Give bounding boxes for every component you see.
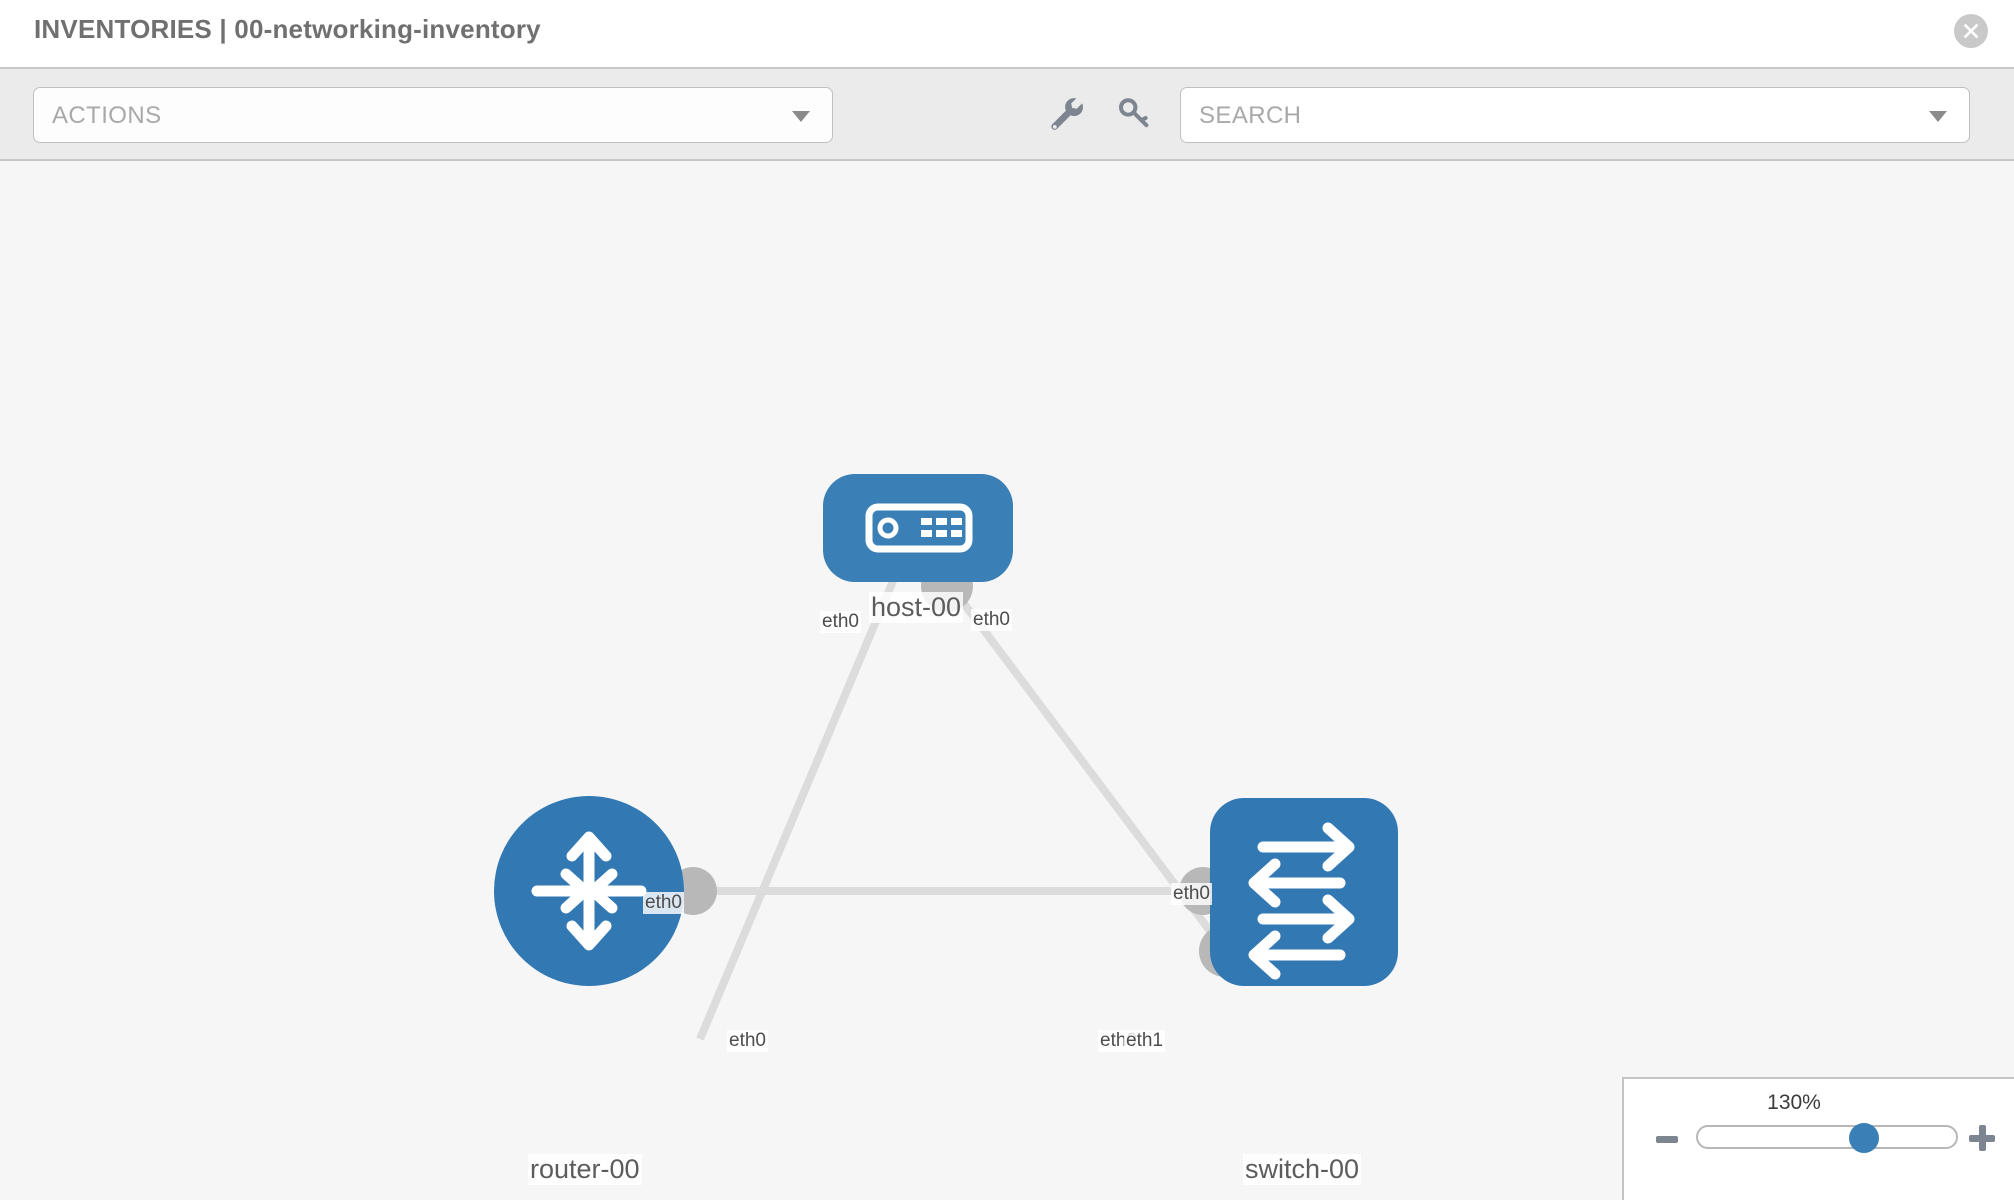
node-switch-00 (1210, 798, 1398, 986)
chevron-down-icon (792, 111, 810, 122)
search-input[interactable]: SEARCH (1180, 87, 1970, 143)
node-label-switch-00: switch-00 (1243, 1154, 1362, 1185)
router-arrows-icon (531, 831, 647, 951)
iface-label: eth0 (643, 892, 684, 914)
server-icon (865, 503, 973, 553)
page-title: INVENTORIES | 00-networking-inventory (34, 14, 541, 44)
node-router-00 (494, 796, 684, 986)
chevron-down-icon[interactable] (1929, 111, 1947, 122)
search-placeholder: SEARCH (1199, 102, 1302, 129)
node-label-router-00: router-00 (528, 1154, 642, 1185)
zoom-in-button[interactable] (1969, 1125, 1995, 1151)
zoom-out-button[interactable] (1656, 1136, 1678, 1143)
iface-label: eth0 (727, 1030, 768, 1052)
zoom-slider-handle[interactable] (1849, 1123, 1879, 1153)
close-icon[interactable] (1954, 14, 1988, 48)
actions-dropdown-label: ACTIONS (52, 102, 162, 129)
iface-label: eth0 (971, 609, 1012, 631)
switch-arrows-icon (1248, 822, 1355, 980)
wrench-icon[interactable] (1043, 91, 1089, 137)
zoom-slider-track[interactable] (1696, 1125, 1958, 1149)
node-label-host-00: host-00 (869, 592, 964, 623)
actions-dropdown[interactable]: ACTIONS (33, 87, 833, 143)
toolbar: ACTIONS SEARCH (0, 67, 2014, 161)
topology-graph (494, 474, 1398, 1041)
node-host-00 (823, 474, 1013, 582)
topology-canvas[interactable]: eth0 eth0 eth0 eth0 eth0 eth0 eth1 host-… (0, 161, 2014, 1200)
iface-label: eth0 (1171, 883, 1212, 905)
zoom-control-panel: 130% (1622, 1077, 2014, 1200)
edge-host-router (696, 579, 897, 1041)
page-header: INVENTORIES | 00-networking-inventory (0, 0, 2014, 67)
iface-label: eth1 (1124, 1030, 1165, 1052)
iface-label: eth0 (820, 611, 861, 633)
key-icon[interactable] (1110, 91, 1156, 137)
zoom-level-value: 130% (1767, 1091, 1821, 1114)
